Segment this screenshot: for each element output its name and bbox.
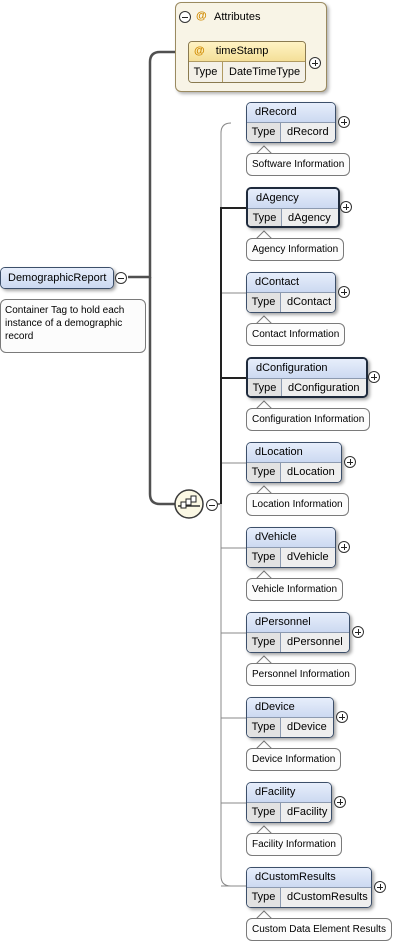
type-label: Type [247, 548, 281, 567]
attribute-timestamp[interactable]: @ timeStamp Type DateTimeType [188, 41, 306, 83]
root-element[interactable]: DemographicReport [0, 267, 114, 289]
element-documentation: Facility Information [246, 833, 342, 856]
doc-callout-tail [255, 145, 273, 155]
collapse-root-icon[interactable] [115, 272, 127, 284]
type-label: Type [247, 803, 281, 822]
element-type: dConfiguration [288, 382, 360, 394]
sequence-compositor-icon [174, 489, 204, 519]
expand-element-icon[interactable] [338, 541, 350, 553]
element-type: dRecord [287, 126, 329, 138]
doc-callout-tail [255, 910, 273, 920]
element-documentation: Agency Information [246, 238, 345, 261]
doc-callout-tail [255, 230, 273, 240]
element-type: dAgency [288, 212, 331, 224]
type-label: Type [248, 379, 282, 396]
element-type: dFacility [287, 806, 328, 818]
element-name: dPersonnel [247, 613, 349, 633]
element-documentation: Device Information [246, 748, 342, 771]
type-label: Type [247, 888, 281, 907]
at-icon: @ [194, 45, 205, 57]
expand-element-icon[interactable] [338, 116, 350, 128]
element-documentation: Location Information [246, 493, 349, 516]
element-documentation: Software Information [246, 153, 351, 176]
attribute-type: DateTimeType [229, 66, 301, 78]
type-label: Type [248, 209, 282, 226]
element-name: dCustomResults [247, 868, 371, 888]
doc-callout-tail [255, 485, 273, 495]
expand-element-icon[interactable] [352, 626, 364, 638]
expand-element-icon[interactable] [338, 286, 350, 298]
expand-element-icon[interactable] [340, 201, 352, 213]
root-element-name: DemographicReport [1, 268, 113, 288]
element-name: dConfiguration [248, 359, 366, 379]
expand-element-icon[interactable] [336, 711, 348, 723]
element-name: dAgency [248, 189, 338, 209]
doc-callout-tail [255, 655, 273, 665]
doc-callout-tail [255, 315, 273, 325]
element-type: dLocation [287, 466, 335, 478]
type-label: Type [247, 463, 281, 482]
element-type: dVehicle [287, 551, 329, 563]
expand-element-icon[interactable] [368, 371, 380, 383]
root-documentation: Container Tag to hold each instance of a… [0, 299, 146, 353]
element-name: dVehicle [247, 528, 335, 548]
element-documentation: Configuration Information [246, 408, 371, 431]
collapse-sequence-icon[interactable] [206, 499, 218, 511]
element-name: dFacility [247, 783, 331, 803]
type-label: Type [189, 62, 223, 82]
doc-callout-tail [255, 740, 273, 750]
type-label: Type [247, 123, 281, 142]
doc-callout-tail [255, 570, 273, 580]
doc-callout-tail [255, 400, 273, 410]
element-type: dPersonnel [287, 636, 343, 648]
collapse-attributes-icon[interactable] [179, 11, 191, 23]
element-name: dRecord [247, 103, 335, 123]
attribute-name: timeStamp [215, 45, 269, 57]
element-type: dCustomResults [287, 891, 368, 903]
expand-element-icon[interactable] [374, 881, 386, 893]
attributes-panel: @ Attributes @ timeStamp Type DateTimeTy… [175, 2, 327, 92]
element-documentation: Personnel Information [246, 663, 356, 686]
element-name: dDevice [247, 698, 333, 718]
element-documentation: Contact Information [246, 323, 346, 346]
at-icon: @ [196, 10, 207, 22]
expand-element-icon[interactable] [334, 796, 346, 808]
type-label: Type [247, 633, 281, 652]
element-documentation: Vehicle Information [246, 578, 344, 601]
type-label: Type [247, 293, 281, 312]
element-documentation: Custom Data Element Results [246, 918, 392, 941]
expand-attribute-icon[interactable] [309, 57, 321, 69]
element-type: dContact [287, 296, 332, 308]
expand-element-icon[interactable] [344, 456, 356, 468]
attributes-header: Attributes [214, 11, 261, 23]
element-name: dLocation [247, 443, 341, 463]
doc-callout-tail [255, 825, 273, 835]
type-label: Type [247, 718, 281, 737]
element-type: dDevice [287, 721, 327, 733]
element-name: dContact [247, 273, 335, 293]
